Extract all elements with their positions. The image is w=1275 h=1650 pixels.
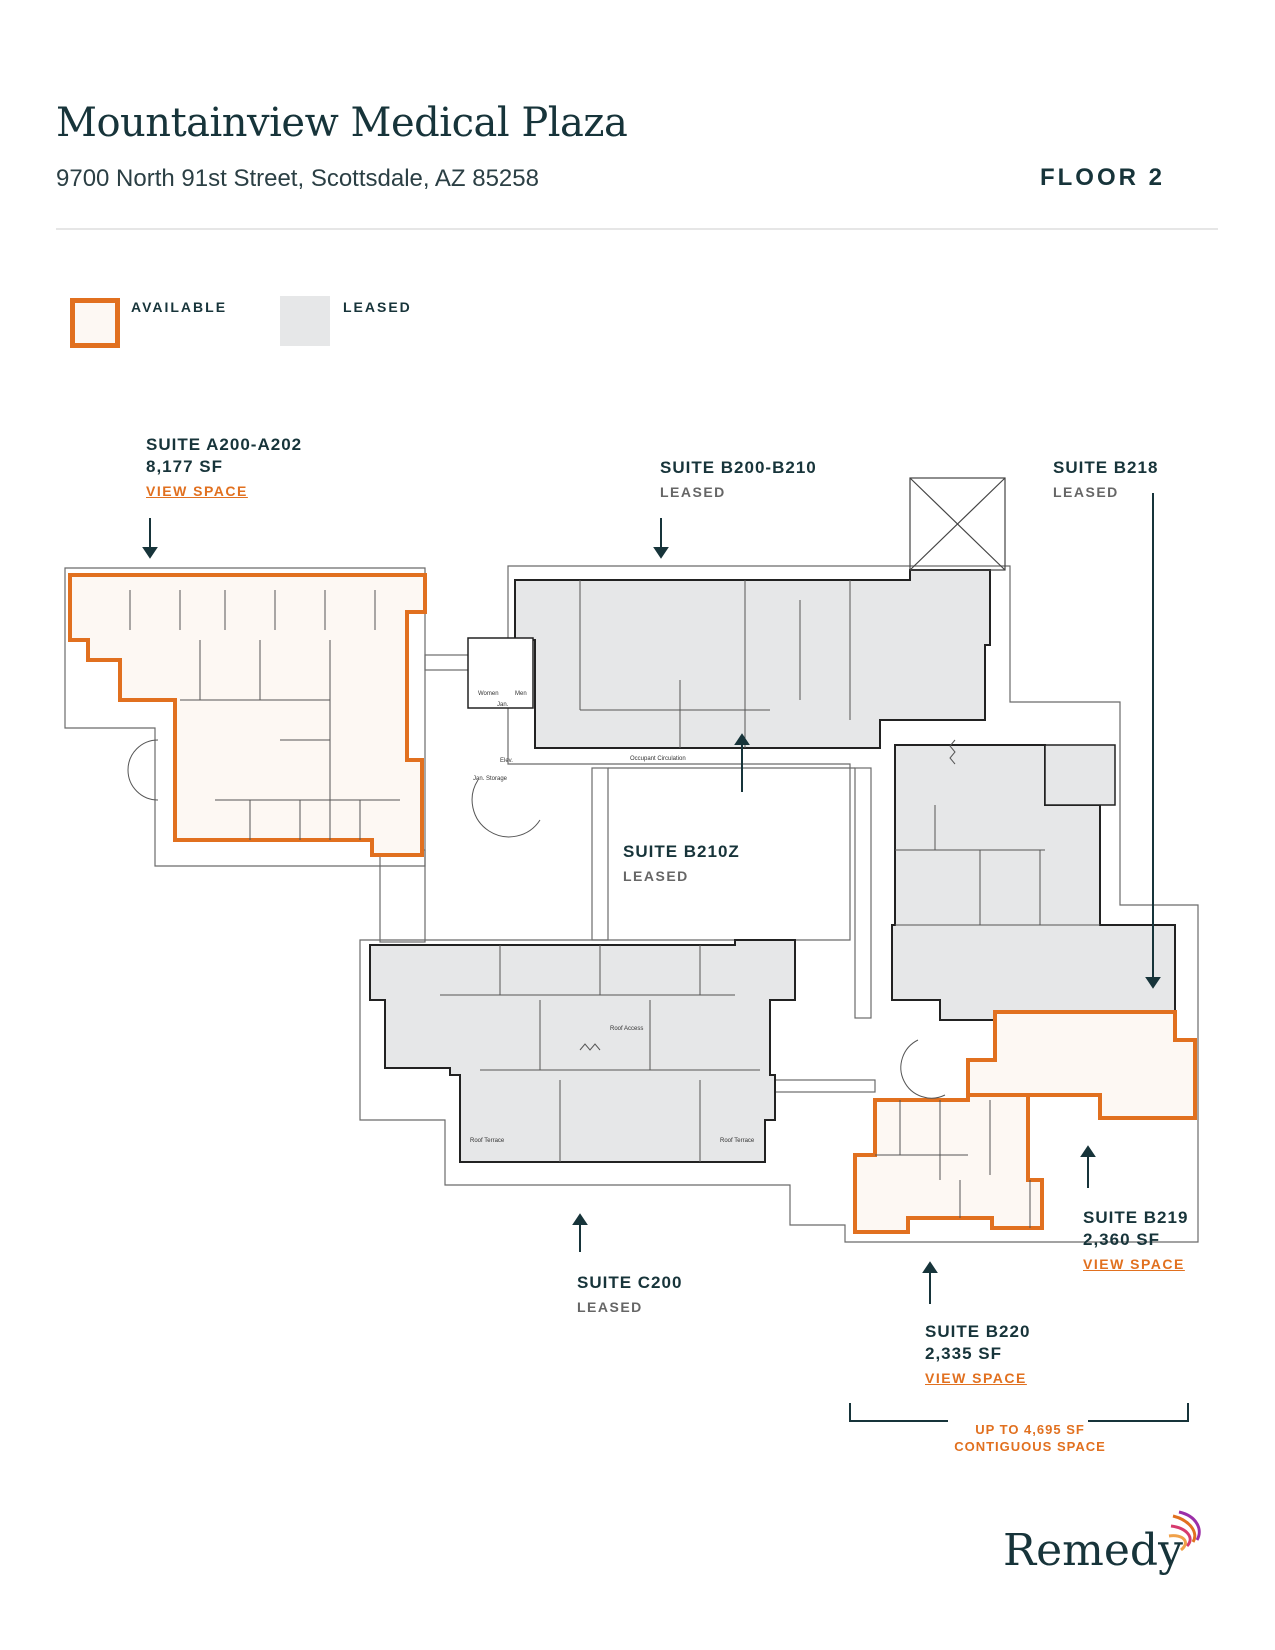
roof-terrace-label-west: Roof Terrace	[470, 1138, 505, 1144]
bracket-gap	[948, 1414, 1088, 1430]
suite-b220-view-link[interactable]: VIEW SPACE	[925, 1370, 1027, 1386]
jan-label: Jan.	[497, 702, 509, 708]
roof-access-label: Roof Access	[610, 1026, 643, 1032]
suite-a200-sf: 8,177 SF	[146, 457, 223, 476]
suite-b210z-label: SUITE B210Z LEASED	[623, 841, 740, 887]
men-label: Men	[515, 691, 527, 697]
restroom-block	[467, 637, 534, 709]
suite-c200-status: LEASED	[577, 1299, 643, 1315]
suite-b200-status: LEASED	[660, 484, 726, 500]
elevator-core-east	[1044, 744, 1116, 806]
arrow-b210z	[734, 733, 750, 792]
roof-hatch	[909, 477, 1006, 571]
women-label: Women	[478, 691, 499, 697]
arrow-b200	[653, 518, 669, 559]
legend-leased-label: LEASED	[343, 299, 412, 315]
suite-b220-name: SUITE B220	[925, 1322, 1031, 1341]
suite-a200-label: SUITE A200-A202 8,177 SF VIEW SPACE	[146, 434, 302, 502]
suite-b220-sf: 2,335 SF	[925, 1344, 1002, 1363]
suite-b219-sf: 2,360 SF	[1083, 1230, 1160, 1249]
legend-available-swatch	[70, 298, 120, 348]
arrow-b220	[922, 1261, 938, 1304]
wing-bc-perimeter	[359, 565, 1199, 1243]
suite-b210z-name: SUITE B210Z	[623, 842, 740, 861]
legend-leased-swatch	[280, 296, 330, 346]
suite-b210z-status: LEASED	[623, 868, 689, 884]
suite-b200-name: SUITE B200-B210	[660, 458, 817, 477]
contiguous-space-note: UP TO 4,695 SF CONTIGUOUS SPACE	[860, 1421, 1200, 1455]
suite-b218-shape	[891, 744, 1176, 1021]
wing-a-perimeter	[64, 567, 426, 867]
remedy-logo-icon	[1168, 1510, 1201, 1552]
corridor-south	[774, 1079, 876, 1093]
suite-b219-name: SUITE B219	[1083, 1208, 1189, 1227]
suite-b218-status: LEASED	[1053, 484, 1119, 500]
arrow-b218	[1145, 493, 1161, 989]
suite-b219-shape	[966, 1010, 1197, 1120]
corridor-east	[854, 767, 872, 1019]
suite-b200-label: SUITE B200-B210 LEASED	[660, 457, 817, 503]
suite-b218-name: SUITE B218	[1053, 458, 1159, 477]
contiguous-line2: CONTIGUOUS SPACE	[954, 1439, 1106, 1454]
corridor-a-c	[379, 849, 426, 943]
header-divider	[56, 228, 1218, 230]
corridor-west	[591, 767, 609, 941]
remedy-logo-text: Remedy	[1003, 1525, 1183, 1576]
page-title: Mountainview Medical Plaza	[56, 100, 628, 146]
suite-a200-shape	[68, 573, 427, 857]
legend-available-label: AVAILABLE	[131, 299, 228, 315]
occupant-circulation-label: Occupant Circulation	[630, 756, 686, 762]
suite-b200-shape	[514, 569, 991, 749]
suite-b218-label: SUITE B218 LEASED	[1053, 457, 1158, 503]
floor-label: FLOOR 2	[1039, 164, 1165, 191]
arrow-b219	[1080, 1145, 1096, 1188]
suite-b220-label: SUITE B220 2,335 SF VIEW SPACE	[925, 1321, 1030, 1389]
suite-c200-shape	[369, 939, 796, 1163]
interior-partitions	[129, 580, 1100, 1228]
stairwells	[127, 739, 956, 1099]
roof-terrace-label-east: Roof Terrace	[720, 1138, 755, 1144]
suite-a200-name: SUITE A200-A202	[146, 435, 303, 454]
suite-b219-view-link[interactable]: VIEW SPACE	[1083, 1256, 1185, 1272]
address: 9700 North 91st Street, Scottsdale, AZ 8…	[56, 165, 539, 192]
jan-storage-label: Jan. Storage	[473, 776, 508, 782]
elev-label: Elev.	[500, 758, 513, 764]
suite-c200-name: SUITE C200	[577, 1273, 683, 1292]
arrow-c200	[572, 1213, 588, 1252]
contiguous-line1: UP TO 4,695 SF	[975, 1422, 1085, 1437]
suite-c200-label: SUITE C200 LEASED	[577, 1272, 682, 1318]
suite-b219-label: SUITE B219 2,360 SF VIEW SPACE	[1083, 1207, 1188, 1275]
suite-a200-view-link[interactable]: VIEW SPACE	[146, 483, 248, 499]
arrow-a200	[142, 518, 158, 559]
suite-b220-shape	[853, 1093, 1044, 1234]
